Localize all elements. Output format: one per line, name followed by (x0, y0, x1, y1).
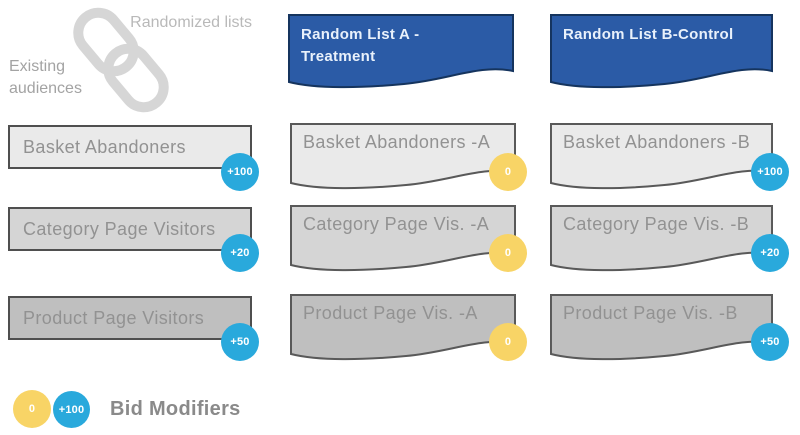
badge-value: +50 (760, 336, 780, 348)
badge-value: +20 (760, 247, 780, 259)
treatment-label: Basket Abandoners -A (303, 132, 491, 152)
treatment-box-basket-abandoners: Basket Abandoners -A (290, 123, 516, 195)
control-box-product-page-visitors: Product Page Vis. -B (550, 294, 773, 366)
bid-modifier-badge: +100 (751, 153, 789, 191)
header-control-label: Random List B-Control (563, 26, 734, 43)
badge-value: 0 (504, 336, 512, 348)
bid-modifier-badge: +20 (221, 234, 259, 272)
bid-modifier-badge: +100 (221, 153, 259, 191)
treatment-box-product-page-visitors: Product Page Vis. -A (290, 294, 516, 366)
bid-modifier-badge: +50 (751, 323, 789, 361)
audience-box-product-page-visitors: Product Page Visitors (8, 296, 252, 340)
badge-value: +100 (757, 166, 783, 178)
header-treatment-shape (288, 14, 514, 89)
badge-value: +100 (227, 166, 253, 178)
randomized-lists-label: Randomized lists (130, 14, 252, 31)
audience-label: Basket Abandoners (23, 136, 186, 157)
bid-modifier-badge: 0 (489, 153, 527, 191)
control-label: Product Page Vis. -B (563, 303, 738, 323)
bid-modifier-badge: +20 (751, 234, 789, 272)
control-label: Category Page Vis. -B (563, 214, 750, 234)
treatment-label: Category Page Vis. -A (303, 214, 490, 234)
legend-label: Bid Modifiers (110, 398, 241, 420)
badge-value: 0 (504, 166, 512, 178)
control-box-category-page-visitors: Category Page Vis. -B (550, 205, 773, 277)
legend-yellow-badge: 0 (13, 390, 51, 428)
badge-value: 0 (28, 403, 36, 415)
legend-cyan-badge: +100 (53, 391, 90, 428)
header-control: Random List B-Control (550, 14, 773, 92)
audience-label: Category Page Visitors (23, 218, 216, 239)
header-treatment: Random List A - Treatment (288, 14, 514, 92)
bid-modifier-badge: +50 (221, 323, 259, 361)
control-box-basket-abandoners: Basket Abandoners -B (550, 123, 773, 195)
chain-link-icon (73, 7, 169, 113)
badge-value: +100 (58, 403, 85, 416)
existing-audiences-label: Existing audiences (9, 58, 82, 97)
control-label: Basket Abandoners -B (563, 132, 751, 152)
badge-value: +50 (230, 336, 250, 348)
badge-value: +20 (230, 247, 250, 259)
audience-label: Product Page Visitors (23, 307, 205, 328)
header-control-shape (550, 14, 773, 89)
audience-box-category-page-visitors: Category Page Visitors (8, 207, 252, 251)
bid-modifier-badge: 0 (489, 323, 527, 361)
treatment-box-category-page-visitors: Category Page Vis. -A (290, 205, 516, 277)
bid-modifier-badge: 0 (489, 234, 527, 272)
header-treatment-label: Random List A - Treatment (301, 26, 420, 65)
treatment-label: Product Page Vis. -A (303, 303, 478, 323)
audience-box-basket-abandoners: Basket Abandoners (8, 125, 252, 169)
badge-value: 0 (504, 247, 512, 259)
